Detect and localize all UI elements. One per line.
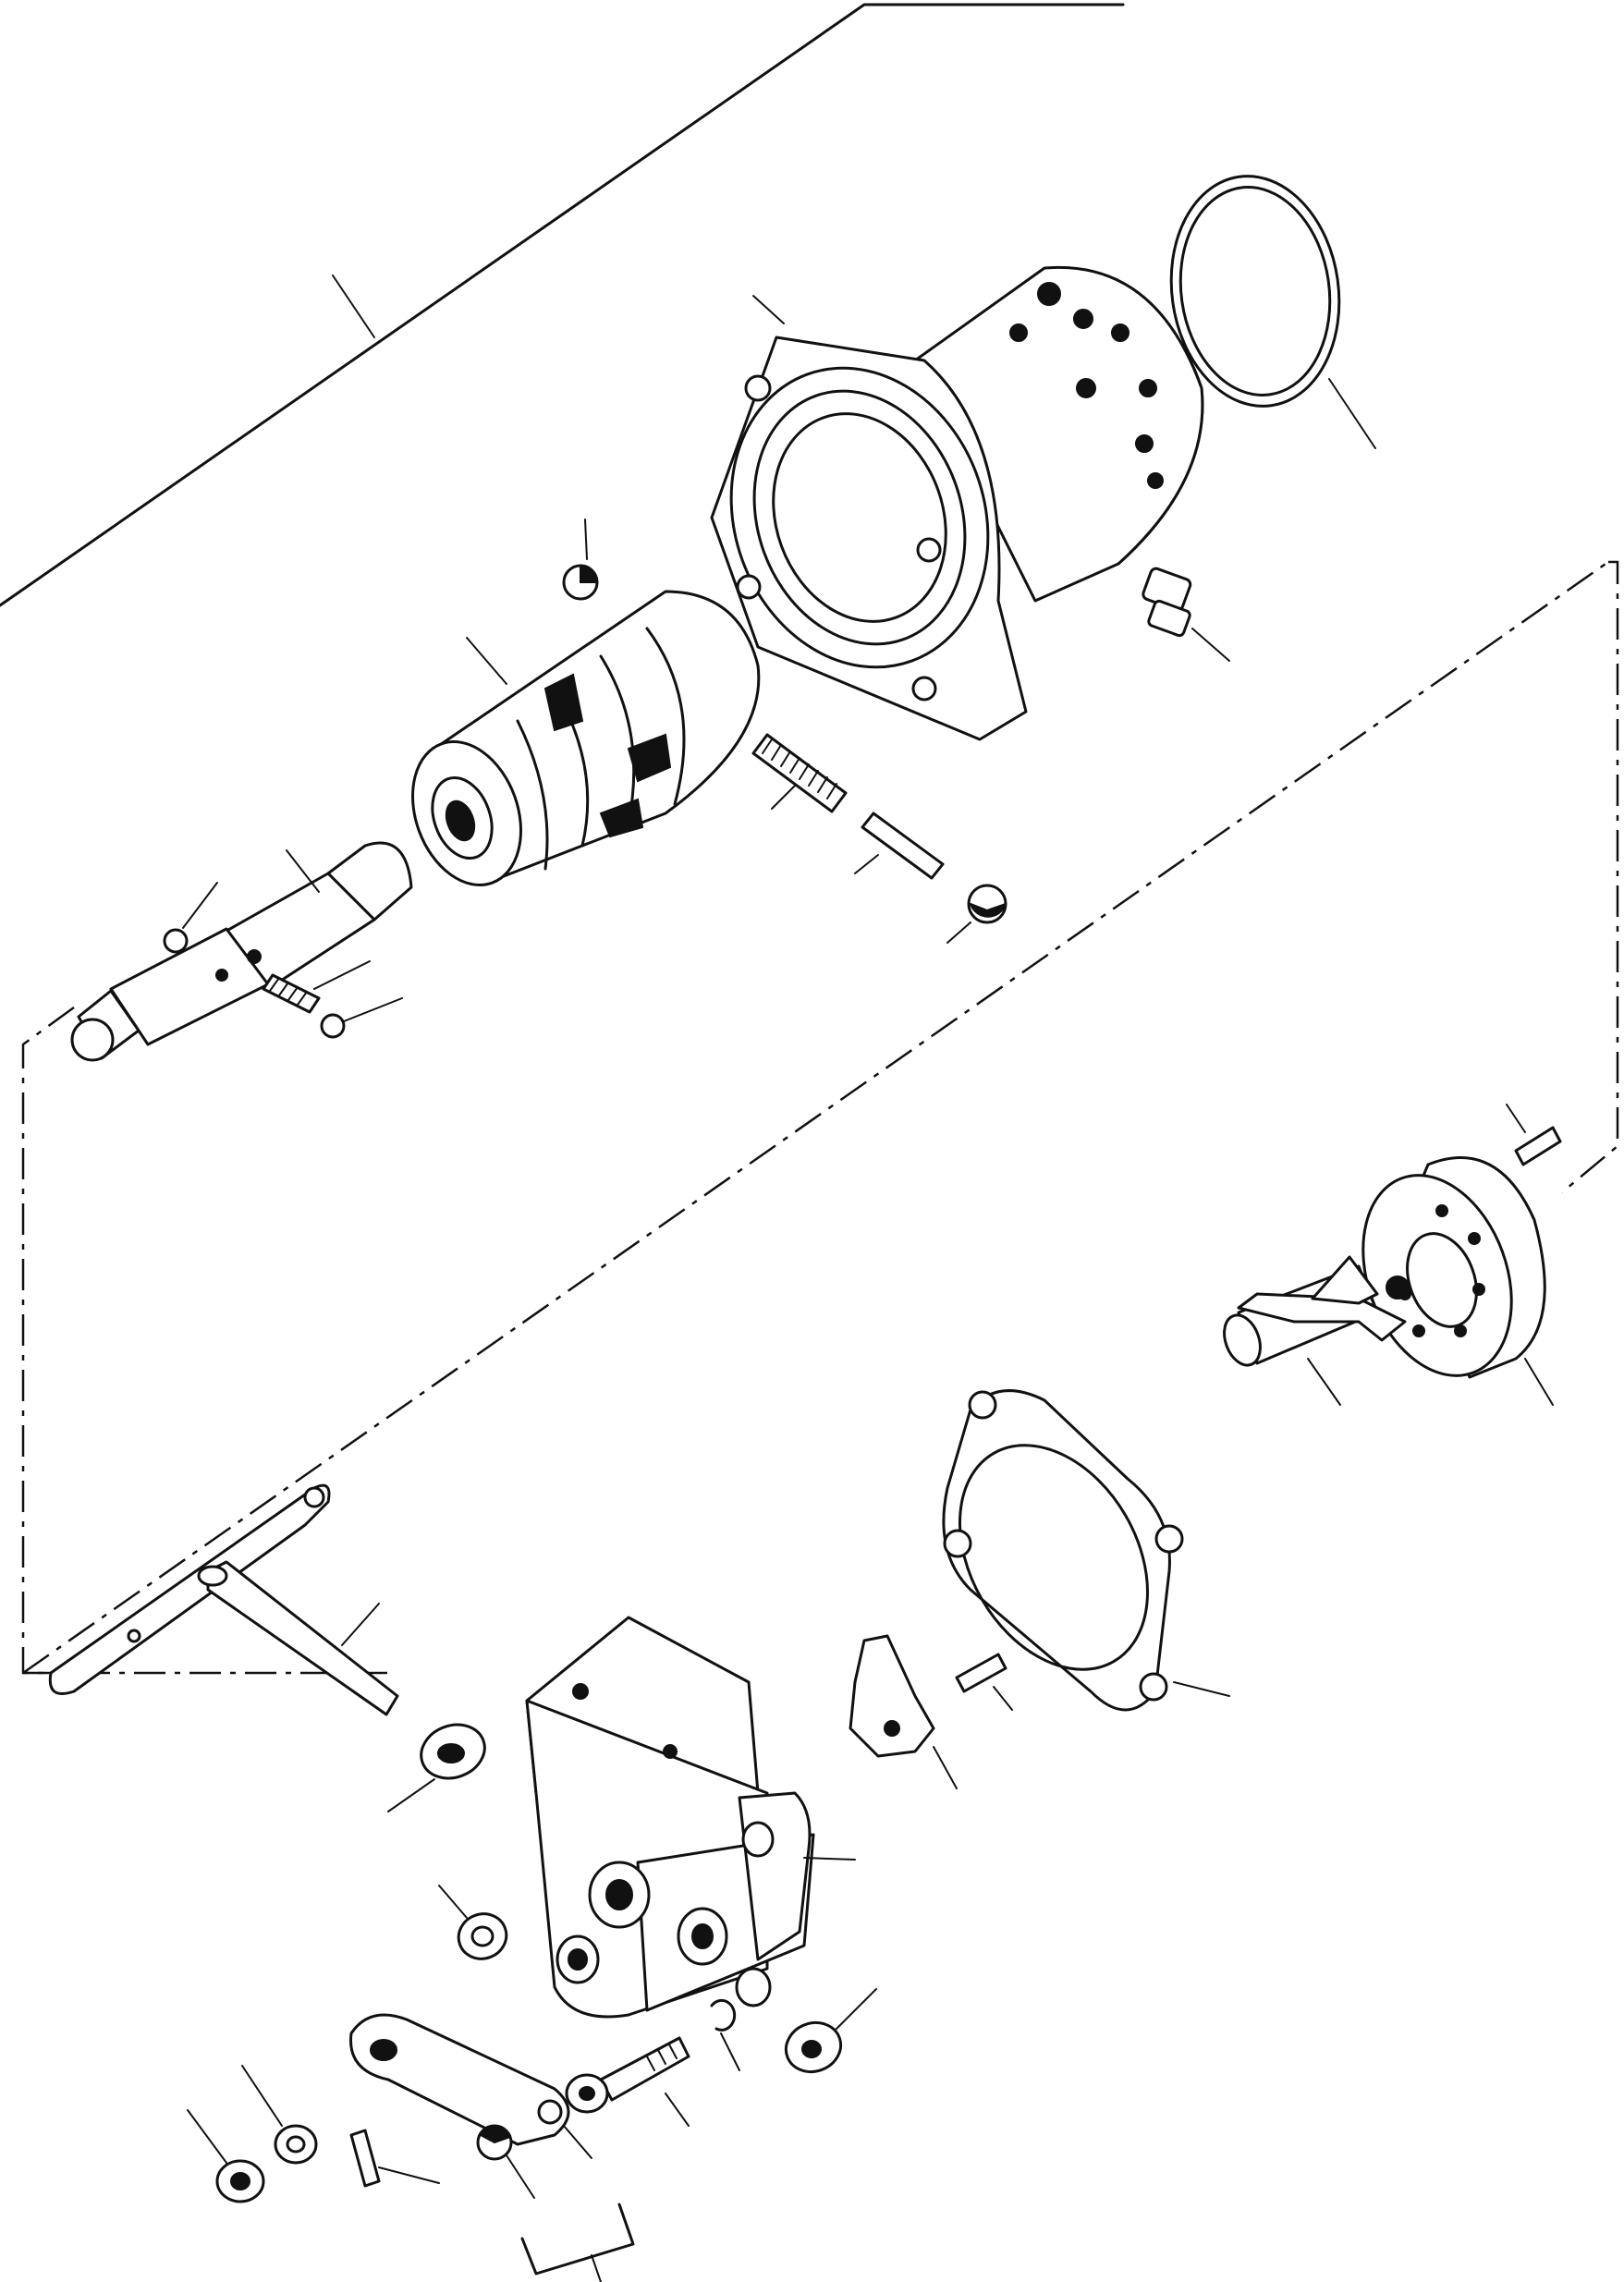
gasket-icon: [942, 1389, 1230, 1712]
seal-ring-icon: [438, 1885, 508, 1960]
o-ring-icon: [1169, 175, 1376, 449]
valve-spool-icon: [70, 841, 413, 1062]
steel-ball-icon: [163, 882, 218, 954]
assembly-dash-outline: [21, 560, 1619, 1675]
roll-pin-icon: [1506, 1104, 1562, 1166]
steel-ball-icon: [562, 519, 599, 601]
roll-pin-icon: [349, 2129, 440, 2188]
bushing-icon: [387, 1723, 486, 1812]
steel-ball-icon: [946, 884, 1007, 944]
guide-pin-icon: [854, 812, 945, 880]
bushing-icon: [784, 1988, 877, 2073]
ball-stud-icon: [476, 2124, 535, 2199]
upper-assembly-bracket: [0, 3, 1125, 607]
fork-shaft-icon: [1223, 1255, 1410, 1406]
roll-pin-icon: [955, 1653, 1013, 1711]
arm-lever-icon: [349, 2013, 592, 2159]
steel-ball-icon: [320, 997, 403, 1039]
nut-icon: [187, 2109, 265, 2203]
plug-screw-icon: [1142, 567, 1230, 662]
flanged-cylindrical-housing-icon: [710, 265, 1204, 741]
washer-icon: [241, 2065, 318, 2165]
flange-disc-icon: [1361, 1156, 1554, 1406]
snap-ring-icon: [710, 1998, 740, 2071]
grooved-valve-sleeve-icon: [411, 590, 761, 886]
lever-shaft-icon: [48, 1483, 399, 1716]
lower-assembly-bracket: [520, 2203, 635, 2282]
cap-screw-icon: [565, 2036, 690, 2127]
coil-spring-icon: [751, 733, 848, 813]
valve-body-icon: [525, 1616, 856, 2019]
cam-lever-icon: [849, 1634, 958, 1789]
coil-spring-icon: [262, 960, 371, 1014]
